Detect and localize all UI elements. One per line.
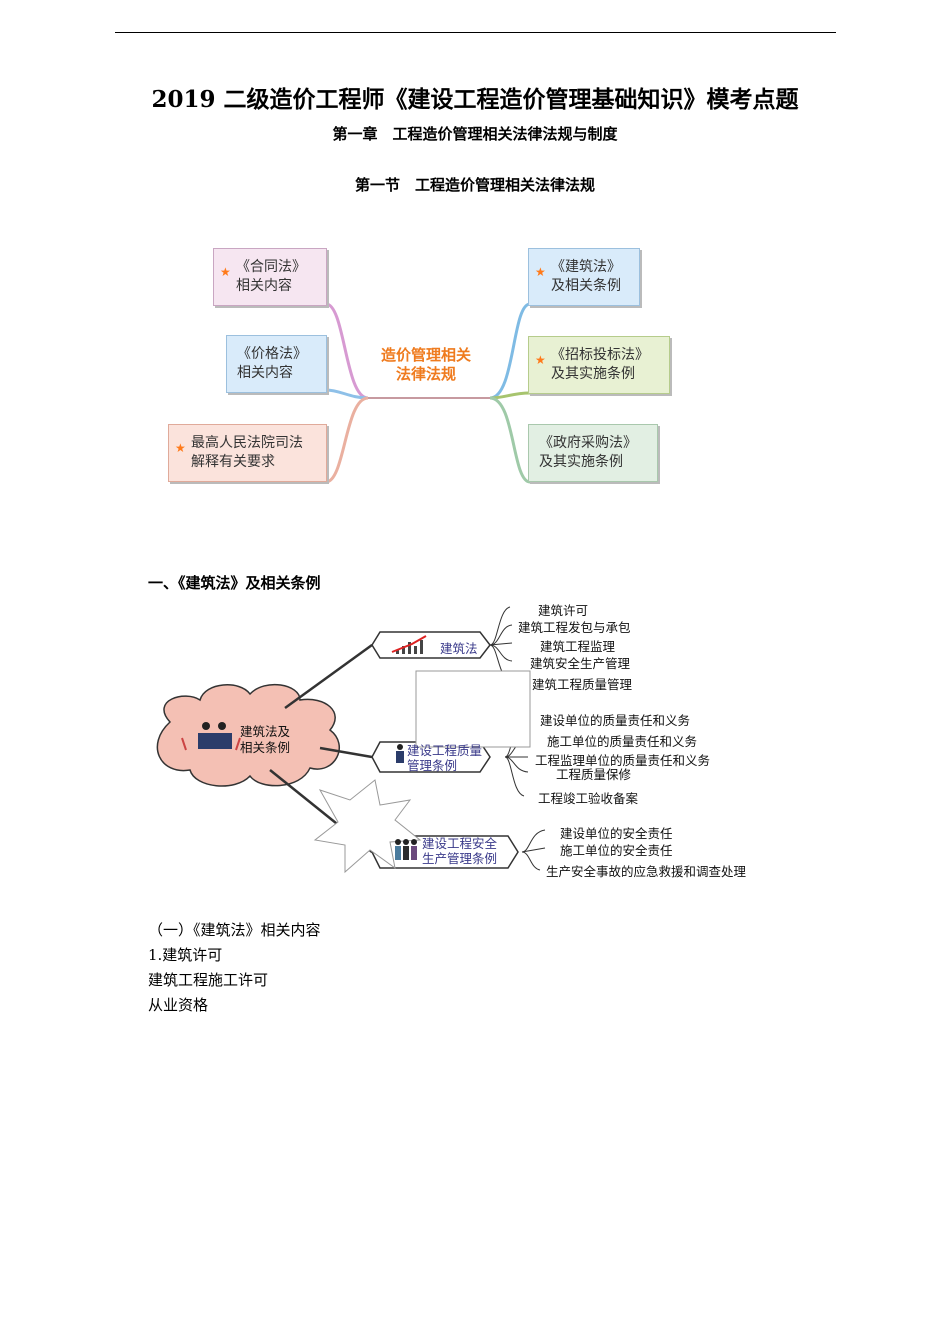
section-heading: 第一节 工程造价管理相关法律法规 <box>354 176 595 194</box>
header-rule <box>115 32 836 33</box>
body-line: 从业资格 <box>148 996 209 1014</box>
node-price-law: 《价格法》 相关内容 <box>226 335 327 393</box>
leaf-item: 建筑工程监理 <box>540 639 616 654</box>
mindmap-connectors <box>325 302 531 484</box>
branch-safety-regulation: 建设工程安全 生产管理条例 <box>422 836 498 866</box>
star-icon: ★ <box>220 265 231 279</box>
subheading: （一）《建筑法》相关内容 <box>148 921 321 939</box>
workers-icon <box>395 839 417 860</box>
star-icon: ★ <box>535 265 546 279</box>
node-judicial-interpretation: ★ 最高人民法院司法 解释有关要求 <box>168 424 327 482</box>
leaf-item: 工程监理单位的质量责任和义务 <box>535 753 711 768</box>
star-icon: ★ <box>175 441 186 455</box>
center-line-2: 法律法规 <box>395 365 456 383</box>
people-icon <box>181 722 241 751</box>
leaf-item: 施工单位的安全责任 <box>560 843 673 858</box>
root-label: 建筑法及 相关条例 <box>240 724 291 755</box>
node-bidding-law: ★ 《招标投标法》 及其实施条例 <box>528 336 670 394</box>
chapter-heading: 第一章 工程造价管理相关法律法规与制度 <box>332 125 618 143</box>
branch-construction-law: 建筑法 <box>440 641 478 656</box>
mindmap2-connectors <box>156 606 546 874</box>
node-contract-law: ★ 《合同法》 相关内容 <box>213 248 327 306</box>
leaf-item: 建筑工程质量管理 <box>532 677 633 692</box>
leaf-item: 建筑工程发包与承包 <box>518 620 631 635</box>
body-line: 建筑工程施工许可 <box>148 971 269 989</box>
worker-icon <box>396 744 404 763</box>
center-line-1: 造价管理相关 <box>380 346 471 364</box>
star-icon: ★ <box>535 353 546 367</box>
item-1: 1.建筑许可 <box>148 946 223 964</box>
chart-icon <box>391 635 427 654</box>
cloud-shape <box>156 683 340 787</box>
node-procurement-law: 《政府采购法》 及其实施条例 <box>528 424 658 482</box>
leaf-item: 生产安全事故的应急救援和调查处理 <box>546 864 747 879</box>
page-title: 2019 二级造价工程师《建设工程造价管理基础知识》模考点题 <box>151 86 799 113</box>
leaf-item: 建设单位的安全责任 <box>560 826 673 841</box>
mindmap-center-label: 造价管理相关 法律法规 <box>366 346 486 384</box>
leaf-item: 建设单位的质量责任和义务 <box>540 713 691 728</box>
leaf-item: 工程质量保修 <box>556 767 632 782</box>
section-1-heading: 一、《建筑法》及相关条例 <box>148 574 321 592</box>
leaf-item: 建筑安全生产管理 <box>530 656 631 671</box>
leaf-item: 工程竣工验收备案 <box>538 791 639 806</box>
branch-quality-regulation: 建设工程质量 管理条例 <box>407 743 483 773</box>
leaf-item: 施工单位的质量责任和义务 <box>547 734 698 749</box>
leaf-item: 建筑许可 <box>538 603 589 618</box>
node-construction-law: ★ 《建筑法》 及相关条例 <box>528 248 640 306</box>
